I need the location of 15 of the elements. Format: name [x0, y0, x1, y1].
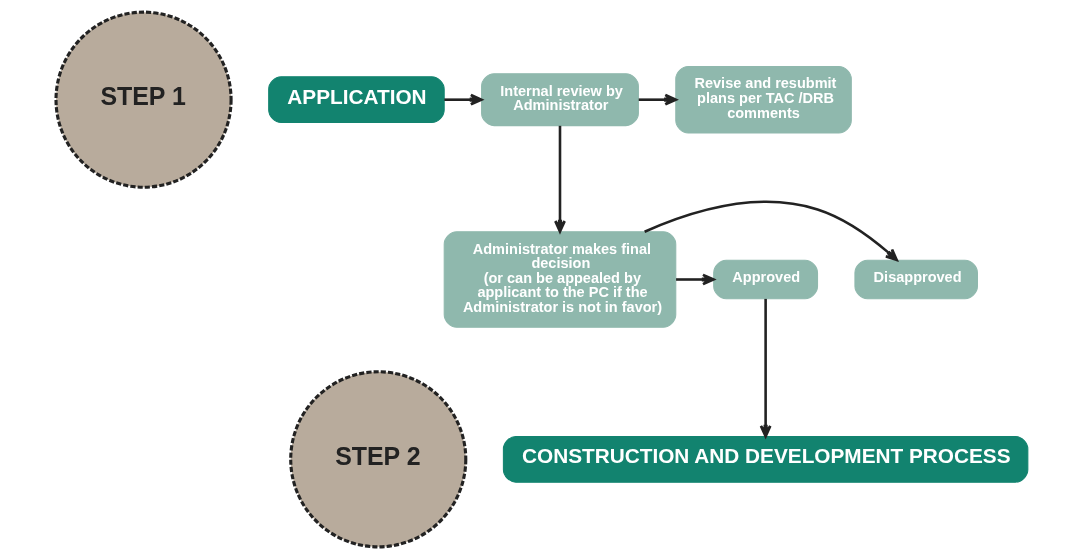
node-circle: STEP 1 — [53, 10, 233, 189]
arrow — [643, 200, 898, 262]
node-box: Revise and resubmit plans per TAC /DRB comments — [674, 65, 852, 134]
node-circle: STEP 2 — [288, 370, 467, 549]
arrow — [759, 298, 772, 438]
node-box: CONSTRUCTION AND DEVELOPMENT PROCESS — [502, 435, 1028, 483]
node-box: Approved — [712, 259, 818, 300]
node-box: Administrator makes final decision (or can be appealed by applicant to the PC if the Administrator is not in favor) — [443, 231, 676, 328]
node-box: Internal review by Administrator — [480, 73, 639, 127]
arrow — [675, 273, 715, 286]
arrow — [443, 93, 483, 106]
arrow — [553, 125, 566, 233]
arrow — [638, 93, 677, 106]
node-box: APPLICATION — [267, 76, 445, 124]
node-box: Disapproved — [853, 259, 978, 300]
